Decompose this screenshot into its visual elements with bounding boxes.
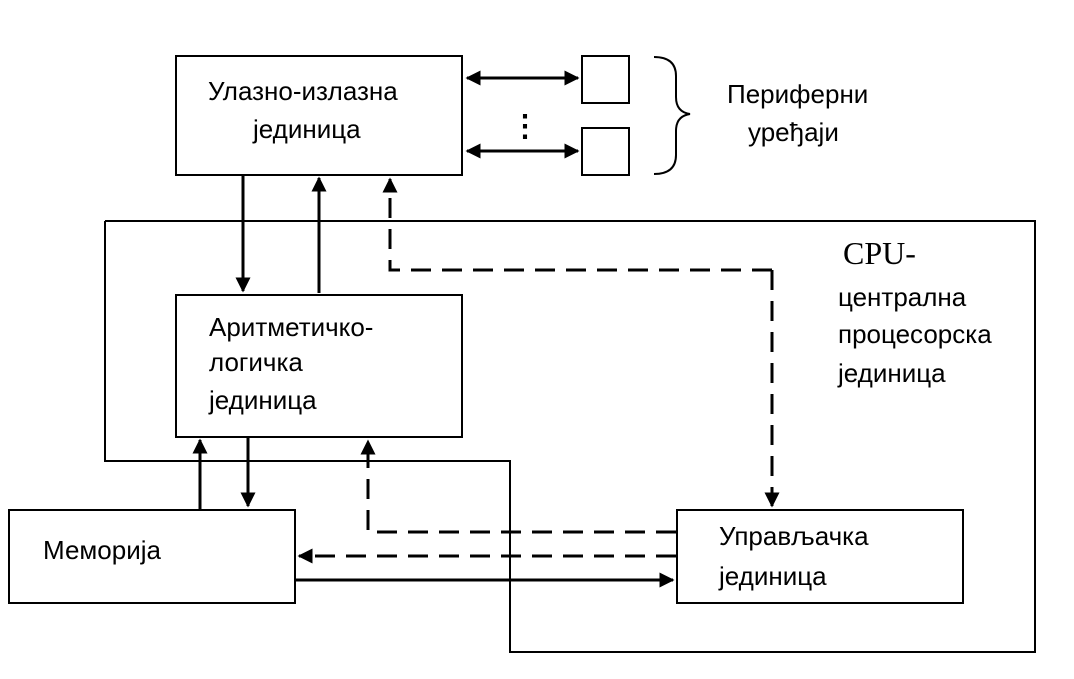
memory-box	[8, 509, 296, 604]
peripherals-ellipsis: ⋮	[510, 110, 540, 143]
cpu-label-line1: CPU-	[843, 235, 916, 271]
peripherals-label-line2: уређаји	[748, 117, 839, 147]
io-unit-box	[175, 55, 463, 176]
peripheral-device-2	[581, 127, 630, 176]
peripheral-device-1	[581, 55, 630, 104]
alu-box	[175, 294, 463, 438]
memory-label: Меморија	[43, 535, 162, 565]
io-unit-label-line2: јединица	[252, 114, 361, 144]
peripherals-label-line1: Периферни	[727, 79, 868, 109]
cpu-label-line4: јединица	[837, 358, 946, 388]
alu-label-line1: Аритметичко-	[209, 312, 373, 342]
cpu-label-line2: централна	[838, 282, 967, 312]
cpu-boundary	[104, 220, 1036, 653]
io-unit-label-line1: Улазно-излазна	[208, 76, 398, 106]
control-unit-label-line1: Управљачка	[719, 521, 869, 551]
peripherals-brace	[653, 56, 691, 175]
control-unit-box	[676, 509, 964, 604]
cpu-label-line3: процесорска	[838, 319, 992, 349]
control-signal-to-io	[382, 177, 772, 272]
alu-label-line2: логичка	[209, 347, 303, 377]
control-unit-label-line2: јединица	[718, 561, 827, 591]
alu-label-line3: јединица	[208, 385, 317, 415]
control-signal-to-alu	[360, 439, 676, 534]
